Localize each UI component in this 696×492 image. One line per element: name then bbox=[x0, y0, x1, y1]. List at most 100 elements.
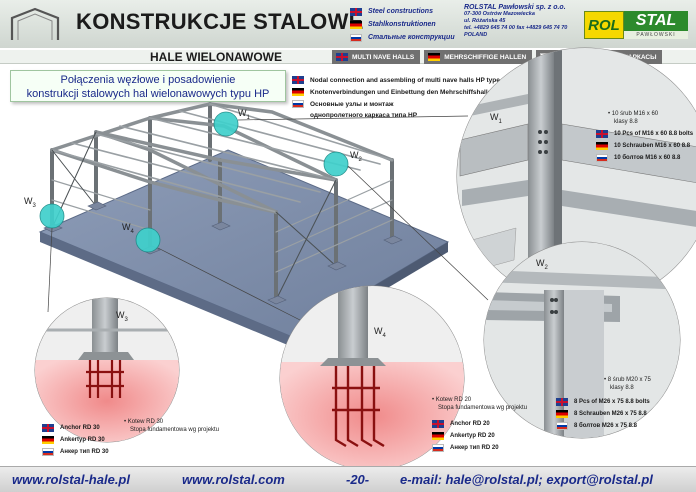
de-flag-icon bbox=[428, 53, 441, 61]
detail-w4-label: W4 bbox=[374, 326, 386, 339]
hall-frame bbox=[50, 102, 394, 302]
uk-flag-icon bbox=[350, 7, 362, 16]
desc-ru: Основные узлы и монтаж bbox=[292, 98, 519, 110]
de-flag-icon bbox=[432, 432, 444, 440]
w4-note-line2: Stopa fundamentowa wg projektu bbox=[438, 405, 528, 411]
description: Nodal connection and assembling of multi… bbox=[292, 74, 519, 122]
detail-w3-label-text: W bbox=[116, 310, 125, 320]
tag-de: MEHRSCHIFFIGE HALLEN bbox=[424, 50, 533, 64]
ru-flag-icon bbox=[556, 422, 568, 430]
w2-spec: 8 Pcs of M26 x 75 8.8 bolts 8 Schrauben … bbox=[556, 396, 650, 432]
w3-note-line1: • Kotew RD 30 bbox=[124, 419, 164, 425]
label-w3-sub: 3 bbox=[32, 202, 36, 209]
w4-spec-en: Anchor RD 20 bbox=[432, 418, 499, 430]
footer-url-com[interactable]: www.rolstal.com bbox=[182, 472, 285, 487]
detail-w2-label-text: W bbox=[536, 258, 545, 268]
node-markers bbox=[39, 111, 349, 253]
label-w4-text: W bbox=[122, 222, 131, 232]
company-phone: tel. +4829 645 74 00 fax +4829 645 74 70 bbox=[464, 25, 568, 31]
w2-note-line1: • 8 śrub M20 x 75 bbox=[604, 377, 651, 383]
footer-email[interactable]: e-mail: hale@rolstal.pl; export@rolstal.… bbox=[400, 472, 653, 487]
detail-w2 bbox=[483, 241, 681, 439]
spec-text: Ankertyp RD 30 bbox=[60, 437, 105, 443]
detail-w1-label-sub: 1 bbox=[498, 118, 502, 125]
company-country: POLAND bbox=[464, 32, 488, 38]
w1-spec-de: 10 Schrauben M16 x 60 8.8 bbox=[596, 140, 693, 152]
detail-w1-label: W1 bbox=[490, 112, 502, 125]
detail-w2-label: W2 bbox=[536, 258, 548, 271]
spec-text: Анкер тип RD 30 bbox=[60, 449, 109, 455]
leader-lines bbox=[47, 115, 489, 321]
uk-flag-icon bbox=[42, 424, 54, 432]
lang-row-en: Steel constructions bbox=[350, 6, 455, 17]
tag-text: MEHRSCHIFFIGE HALLEN bbox=[444, 53, 527, 61]
header: KONSTRUKCJE STALOWE Steel constructions … bbox=[0, 0, 696, 48]
desc-de: Knotenverbindungen und Einbettung den Me… bbox=[292, 86, 519, 98]
detail-w4-label-sub: 4 bbox=[382, 332, 386, 339]
lang-row-de: Stahlkonstruktionen bbox=[350, 19, 455, 30]
detail-w1-label-text: W bbox=[490, 112, 499, 122]
desc-text: Основные узлы и монтаж bbox=[310, 100, 394, 108]
label-w4: W4 bbox=[122, 222, 134, 235]
footer: www.rolstal-hale.pl www.rolstal.com -20-… bbox=[0, 466, 696, 492]
spec-text: 10 Schrauben M16 x 60 8.8 bbox=[614, 143, 691, 149]
lang-text: Стальные конструкции bbox=[368, 34, 455, 41]
footer-url-hale[interactable]: www.rolstal-hale.pl bbox=[12, 472, 130, 487]
spec-text: Anchor RD 30 bbox=[60, 425, 100, 431]
ru-flag-icon bbox=[350, 33, 362, 42]
company-address2: ul. Różańska 45 bbox=[464, 18, 506, 24]
rolstal-logo: ROL STAL PAWŁOWSKI bbox=[584, 5, 690, 45]
lang-text: Steel constructions bbox=[368, 8, 433, 15]
w3-note-line2: Stopa fundamentowa wg projektu bbox=[130, 427, 220, 433]
spec-text: 10 Pcs of M16 x 60 8.8 bolts bbox=[614, 131, 694, 137]
de-flag-icon bbox=[596, 142, 608, 150]
de-flag-icon bbox=[42, 436, 54, 444]
spec-text: Ankertyp RD 20 bbox=[450, 433, 495, 439]
brand-rol: ROL bbox=[584, 11, 624, 39]
w3-spec: Anchor RD 30 Ankertyp RD 30 Анкер тип RD… bbox=[42, 422, 109, 458]
de-flag-icon bbox=[556, 410, 568, 418]
w1-note-line2: klasy 8.8 bbox=[614, 119, 638, 125]
label-w1: W1 bbox=[238, 108, 250, 121]
spec-text: 8 Pcs of M26 x 75 8.8 bolts bbox=[574, 399, 650, 405]
w4-note: • Kotew RD 20 Stopa fundamentowa wg proj… bbox=[432, 396, 527, 412]
w2-spec-en: 8 Pcs of M26 x 75 8.8 bolts bbox=[556, 396, 650, 408]
company-name: ROLSTAL Pawłowski sp. z o.o. bbox=[464, 4, 566, 11]
section-title: HALE WIELONAWOWE bbox=[150, 50, 282, 64]
ru-flag-icon bbox=[596, 154, 608, 162]
label-w3-text: W bbox=[24, 196, 33, 206]
label-w2-sub: 2 bbox=[358, 156, 362, 163]
node-w3-marker bbox=[39, 203, 65, 229]
w3-spec-de: Ankertyp RD 30 bbox=[42, 434, 109, 446]
lang-text: Stahlkonstruktionen bbox=[368, 21, 436, 28]
main-title: KONSTRUKCJE STALOWE bbox=[76, 9, 364, 34]
w4-spec-ru: Анкер тип RD 20 bbox=[432, 442, 499, 454]
w3-spec-ru: Анкер тип RD 30 bbox=[42, 446, 109, 458]
detail-w4 bbox=[279, 285, 465, 471]
company-info: ROLSTAL Pawłowski sp. z o.o. 07-300 Ostr… bbox=[464, 4, 567, 39]
ru-flag-icon bbox=[292, 100, 304, 108]
footer-page-number: -20- bbox=[346, 472, 370, 487]
w3-note: • Kotew RD 30 Stopa fundamentowa wg proj… bbox=[124, 418, 219, 434]
title-line2: konstrukcji stalowych hal wielonawowych … bbox=[26, 88, 270, 100]
header-language-list: Steel constructions Stahlkonstruktionen … bbox=[350, 6, 455, 45]
title-line1: Połączenia węzłowe i posadowienie bbox=[60, 74, 236, 86]
uk-flag-icon bbox=[556, 398, 568, 406]
hall-logo-icon bbox=[10, 7, 60, 40]
title-box: Połączenia węzłowe i posadowienie konstr… bbox=[10, 70, 286, 102]
de-flag-icon bbox=[350, 20, 362, 29]
label-w3: W3 bbox=[24, 196, 36, 209]
uk-flag-icon bbox=[432, 420, 444, 428]
brand-sub: PAWŁOWSKI bbox=[624, 31, 688, 39]
desc-text: Knotenverbindungen und Einbettung den Me… bbox=[310, 88, 519, 96]
detail-w4-label-text: W bbox=[374, 326, 383, 336]
lang-row-ru: Стальные конструкции bbox=[350, 32, 455, 43]
label-w1-text: W bbox=[238, 108, 247, 118]
detail-w3-label: W3 bbox=[116, 310, 128, 323]
spec-text: 10 болтов M16 x 60 8.8 bbox=[614, 155, 681, 161]
w1-spec-ru: 10 болтов M16 x 60 8.8 bbox=[596, 152, 693, 164]
uk-flag-icon bbox=[292, 76, 304, 84]
label-w1-sub: 1 bbox=[246, 114, 250, 121]
